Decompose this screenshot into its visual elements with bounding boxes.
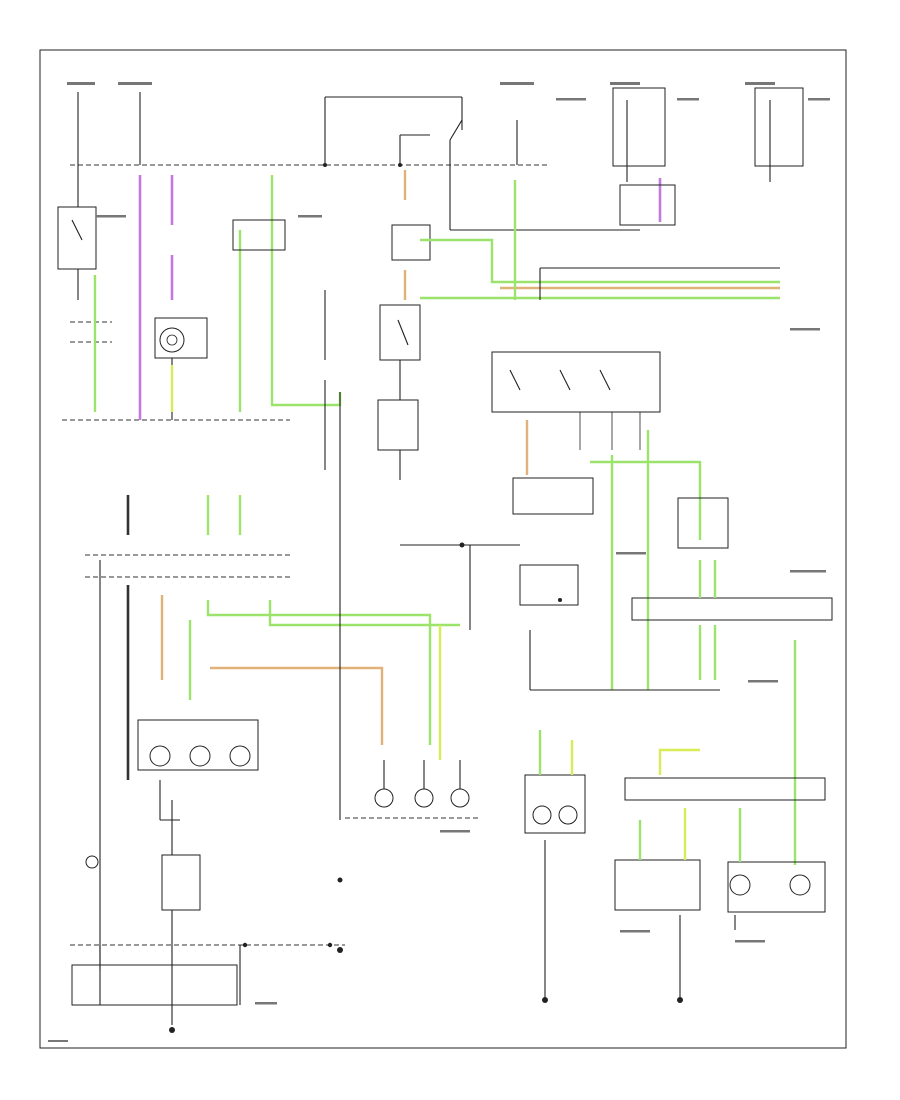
combination-switch-box (491, 351, 661, 413)
dimmer-switch-box (379, 304, 421, 361)
hazard-relay-box (161, 854, 201, 911)
left-upper-switches (57, 165, 290, 421)
wire-green-18 (268, 600, 460, 627)
lamp-icon-7 (532, 805, 552, 825)
turn-switch-box (677, 497, 729, 549)
lamp-icon-3 (229, 745, 251, 767)
bulb-icon (159, 327, 185, 353)
lamp-icon-10 (789, 874, 811, 896)
power-distribution (70, 87, 804, 231)
right-center-module (491, 351, 729, 690)
ground-point-2 (542, 997, 548, 1003)
faint-labels (48, 82, 830, 1042)
connector-bar-right (631, 597, 833, 621)
wire-green-9 (590, 460, 702, 540)
lamp-icon-2 (189, 745, 211, 767)
wire-greenyellow-5 (658, 748, 700, 775)
center-switches (324, 170, 431, 480)
center-lamp (524, 730, 586, 1000)
lamp-icon-6 (450, 788, 470, 808)
stop-lamp-switch (57, 206, 97, 270)
rear-right-lamps (614, 748, 826, 1000)
light-switch-box (377, 399, 419, 451)
fuse-box-right-b (754, 87, 804, 167)
indicator-icon (85, 855, 99, 869)
wire-green-17 (206, 600, 432, 745)
right-front-lamps (345, 760, 480, 819)
rear-lamp-box-right (727, 861, 826, 913)
ground-point-4 (337, 877, 343, 883)
rear-lamp-box-left (614, 859, 701, 911)
lamp-icon-8 (558, 805, 578, 825)
wire-green-2 (270, 175, 342, 407)
bottom-left-assembly (70, 800, 345, 1033)
lamp-icon-5 (414, 788, 434, 808)
fuse-box-right-a (612, 87, 666, 167)
ground-point-1 (337, 947, 343, 953)
lamp-icon-1 (149, 745, 171, 767)
left-front-lamps (137, 719, 259, 821)
diagram-frame (39, 49, 847, 1049)
flasher-unit (512, 477, 594, 515)
middle-left-connector (85, 470, 460, 970)
lamp-icon-4 (374, 788, 394, 808)
switch-block-center-left (232, 219, 286, 251)
wire-orange-6 (210, 666, 384, 745)
wire-green-4 (420, 238, 780, 284)
ground-point-3 (677, 997, 683, 1003)
lamp-icon-9 (729, 874, 751, 896)
